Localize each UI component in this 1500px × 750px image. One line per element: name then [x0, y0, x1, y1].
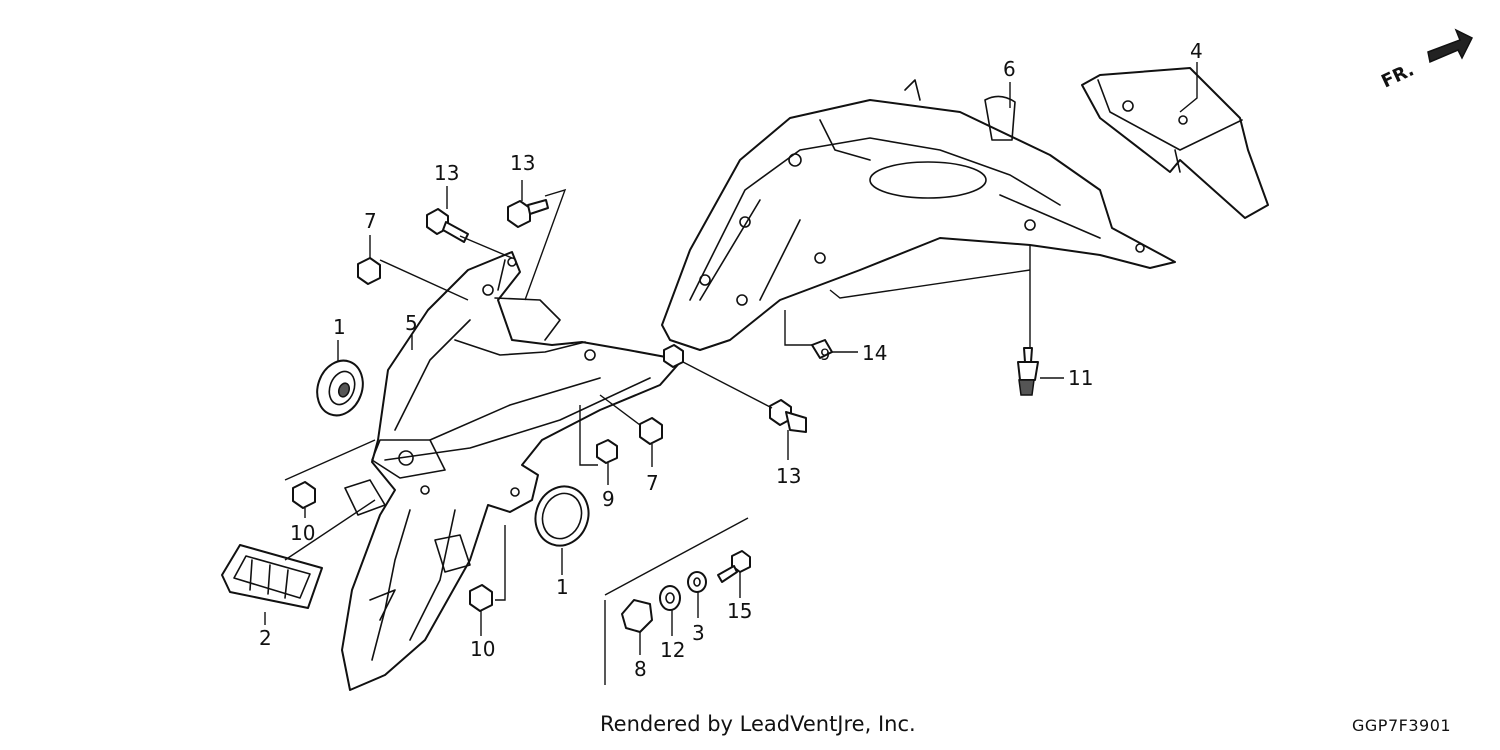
front-direction-label: FR.	[1378, 59, 1417, 92]
callout-7-lower: 7	[646, 471, 659, 495]
callout-8: 8	[634, 657, 647, 681]
callout-9-clip: 9	[820, 345, 830, 364]
callout-7-upper: 7	[364, 209, 377, 233]
callout-3: 3	[692, 621, 705, 645]
part-1-grommet-lower	[534, 485, 590, 547]
callout-5: 5	[405, 311, 418, 335]
callout-13-upper-middle: 13	[510, 151, 535, 175]
hardware-nuts-bolts	[292, 199, 1039, 633]
render-credit: Rendered by LeadVentJre, Inc.	[600, 712, 916, 736]
callout-1-upper: 1	[333, 315, 346, 339]
callout-2: 2	[259, 626, 272, 650]
callout-12: 12	[660, 638, 685, 662]
part-6-inner-fender	[661, 79, 1176, 351]
callout-1-lower: 1	[556, 575, 569, 599]
callout-13-lower: 13	[776, 464, 801, 488]
callout-10-upper: 10	[290, 521, 315, 545]
part-4-cover	[1081, 67, 1269, 219]
callout-11: 11	[1068, 366, 1093, 390]
callout-9-left: 9	[602, 487, 615, 511]
callout-6: 6	[1003, 57, 1016, 81]
callout-13-upper-left: 13	[434, 161, 459, 185]
callout-10-lower: 10	[470, 637, 495, 661]
callout-15: 15	[727, 599, 752, 623]
part-1-grommet-upper	[316, 359, 364, 417]
leader-lines	[264, 62, 1198, 685]
diagram-code: GGP7F3901	[1352, 716, 1452, 735]
front-direction-arrow: FR.	[1378, 28, 1474, 93]
callout-4: 4	[1190, 39, 1203, 63]
callout-14: 14	[862, 341, 887, 365]
callout-labels: 1 1 2 3 4 5 6 7 7 8 9 9 10 10 11 12 13 1…	[259, 39, 1203, 681]
part-2-reflector	[221, 544, 323, 609]
